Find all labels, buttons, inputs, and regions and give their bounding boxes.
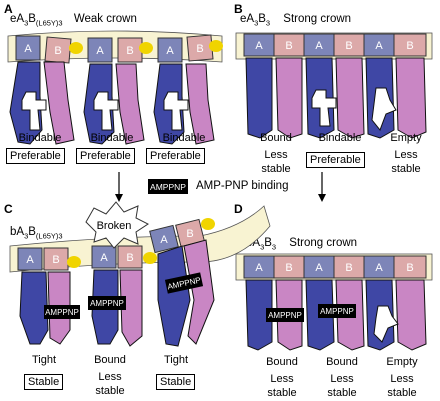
subunit-a-label: A (160, 234, 168, 246)
subunit-a-label: A (315, 40, 323, 52)
amppnp-chip (44, 305, 80, 319)
panel-d-sublabel-1: Less stable (267, 373, 297, 399)
amppnp-chip-label: AMPPNP (268, 311, 302, 320)
yellow-marker (69, 42, 83, 54)
subunit-a-label: A (24, 43, 32, 55)
subunit-b-label: B (285, 40, 292, 52)
legend-text: AMP-PNP binding (196, 180, 289, 192)
amppnp-chip-label: AMPPNP (90, 299, 124, 308)
panel-a-label-3: Bindable (162, 132, 206, 144)
panel-c-label-3: Tight (163, 354, 189, 366)
subunit-a-label: A (375, 40, 383, 52)
panel-d-sublabel-3: Less stable (387, 373, 417, 399)
panel-a-letter: A (4, 2, 13, 16)
panel-d-diagram: A B A B A B AMPPNP AMPPNP (235, 253, 433, 351)
panel-d-label-1: Bound (266, 356, 298, 368)
panel-c-label-2: Bound (94, 354, 126, 366)
broken-label: Broken (97, 220, 132, 232)
panel-c-title: bA3B(L65Y)3 (10, 226, 63, 241)
transition-arrows (115, 172, 326, 202)
panel-c-sublabel-3: Stable (156, 374, 196, 390)
amppnp-chip (266, 308, 304, 322)
subunit-a-label: A (100, 252, 108, 264)
subunit-b-label: B (54, 45, 61, 57)
subunit-a-label: A (255, 40, 263, 52)
panel-a-title: eA3B(L65Y)3 Weak crown (10, 13, 137, 28)
panel-c-sublabel-1: Stable (24, 374, 64, 390)
legend-chip (148, 179, 188, 194)
subunit-b-label: B (345, 262, 352, 274)
panel-c-letter: C (4, 202, 13, 216)
panel-a-pair-1 (9, 35, 83, 145)
amppnp-chip-label: AMPPNP (320, 307, 354, 316)
panel-d-letter: D (234, 202, 243, 216)
subunit-a-label: A (166, 45, 174, 57)
panel-a-label-1: Bindable (18, 132, 62, 144)
panel-d-sublabel-2: Less stable (327, 373, 357, 399)
panel-a-sublabel-1: Preferable (6, 148, 65, 164)
subunit-b-label: B (406, 40, 413, 52)
subunit-b-label: B (406, 262, 413, 274)
panel-c-sublabel-2: Less stable (95, 371, 125, 397)
subunit-b-label: B (345, 40, 352, 52)
panel-d-label-2: Bound (326, 356, 358, 368)
subunit-b-label: B (126, 45, 133, 57)
panel-d-crown: Strong crown (289, 237, 358, 249)
panel-b-label-1: Bound (260, 132, 292, 144)
subunit-b-label: B (285, 262, 292, 274)
panel-b-label-2: Bindable (318, 132, 362, 144)
panel-a-sublabel-2: Preferable (76, 148, 135, 164)
subunit-b-label: B (126, 252, 133, 264)
subunit-a-label: A (26, 254, 34, 266)
panel-d-label-3: Empty (386, 356, 418, 368)
panel-b-diagram: A B A B A B (235, 32, 433, 139)
amppnp-chip (88, 296, 126, 310)
panel-b-title: eA3B3 Strong crown (240, 13, 352, 28)
subunit-a-label: A (375, 262, 383, 274)
panel-b-label-3: Empty (390, 132, 422, 144)
panel-b-sublabel-2: Preferable (306, 152, 365, 168)
subunit-a-label: A (96, 45, 104, 57)
amppnp-chip (318, 304, 356, 318)
amppnp-chip (164, 272, 204, 294)
subunit-a-label: A (315, 262, 323, 274)
panel-c-diagram: AMPPNP AMPPNP AMPPNP A B A B A B Broken (9, 201, 271, 347)
panel-a-label-2: Bindable (90, 132, 134, 144)
panel-a-diagram: A B A B A B (7, 30, 223, 145)
panel-b-letter: B (234, 2, 243, 16)
panel-a-pair-3 (153, 34, 223, 145)
panel-a-crown: Weak crown (73, 13, 137, 25)
panel-b-sublabel-1: Less stable (261, 149, 291, 175)
legend-chip-label: AMPPNP (150, 182, 186, 192)
subunit-b-label: B (186, 228, 193, 240)
amppnp-chip-label: AMPPNP (45, 308, 79, 317)
panel-b-sublabel-3: Less stable (391, 149, 421, 175)
panel-c-label-1: Tight (31, 354, 57, 366)
panel-a-pair-2 (83, 37, 153, 145)
panel-b-crown: Strong crown (283, 13, 352, 25)
subunit-b-label: B (52, 254, 59, 266)
subunit-a-label: A (255, 262, 263, 274)
subunit-b-label: B (196, 43, 203, 55)
panel-a-sublabel-3: Preferable (146, 148, 205, 164)
